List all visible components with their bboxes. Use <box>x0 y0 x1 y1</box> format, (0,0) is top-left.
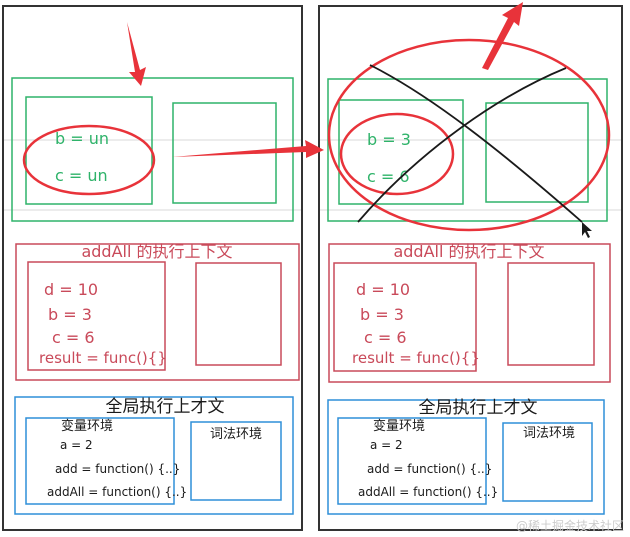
left-addall-b-text: b = 3 <box>48 305 92 324</box>
right-panel-frame <box>318 5 623 531</box>
right-global-add-text: add = function() {..} <box>367 462 492 476</box>
mouse-cursor-icon <box>582 222 592 238</box>
right-closure-b-text: b = 3 <box>367 130 411 149</box>
left-global-a-text: a = 2 <box>60 438 93 452</box>
left-variable-env-label: 变量环境 <box>61 418 113 434</box>
left-closure-c-text: c = un <box>55 166 108 185</box>
right-lexical-env-box <box>502 422 593 502</box>
right-global-title: 全局执行上才文 <box>419 398 538 418</box>
cross-out-line-2 <box>357 67 567 223</box>
left-lexical-env-label: 词法环境 <box>210 427 262 442</box>
annotations <box>22 2 611 238</box>
right-addall-c-text: c = 6 <box>364 328 407 347</box>
right-lexical-env-label: 词法环境 <box>523 426 575 441</box>
left-addall-result-text: result = func(){} <box>39 349 167 367</box>
left-panel-frame <box>2 5 303 531</box>
right-variable-env-box <box>337 417 487 505</box>
left-closure-inner-box <box>25 96 153 205</box>
right-addall-title: addAll 的执行上下文 <box>393 242 544 261</box>
left-global-add-text: add = function() {..} <box>55 462 180 476</box>
watermark-text: @稀土掘金技术社区 <box>516 518 624 533</box>
right-global-outer-box <box>327 399 605 515</box>
left-addall-right-box <box>195 262 282 366</box>
right-closure-c-text: c = 6 <box>367 167 410 186</box>
cross-panel-arrow <box>172 140 324 158</box>
left-addall-title: addAll 的执行上下文 <box>81 242 232 261</box>
left-global-addall-text: addAll = function() {..} <box>47 485 187 499</box>
left-down-arrow <box>127 22 146 86</box>
right-addall-b-text: b = 3 <box>360 305 404 324</box>
right-addall-d-text: d = 10 <box>356 280 410 299</box>
left-addall-outer-box <box>15 243 300 381</box>
left-variable-env-box <box>25 417 175 505</box>
right-closure-right-box <box>485 102 589 203</box>
right-up-arrow <box>482 2 523 70</box>
left-closure-b-text: b = un <box>55 129 109 148</box>
right-large-ellipse <box>327 38 611 232</box>
right-addall-outer-box <box>328 243 611 383</box>
right-global-addall-text: addAll = function() {..} <box>358 485 498 499</box>
left-panel: b = un c = un addAll 的执行上下文 d = 10 b = 3… <box>2 5 303 531</box>
left-lexical-env-box <box>190 421 282 501</box>
left-global-outer-box <box>14 396 294 515</box>
right-variable-env-label: 变量环境 <box>373 418 425 434</box>
right-addall-inner-box <box>333 262 477 372</box>
right-small-ellipse <box>339 112 455 196</box>
right-addall-result-text: result = func(){} <box>352 349 480 367</box>
right-closure-inner-box <box>338 99 464 205</box>
left-addall-d-text: d = 10 <box>44 280 98 299</box>
left-addall-c-text: c = 6 <box>52 328 95 347</box>
right-global-a-text: a = 2 <box>370 438 403 452</box>
cross-out-line-1 <box>369 64 583 223</box>
right-addall-right-box <box>507 262 595 366</box>
left-highlight-ellipse <box>22 124 156 196</box>
left-addall-inner-box <box>27 261 166 371</box>
left-global-title: 全局执行上才文 <box>106 397 225 417</box>
right-panel: b = 3 c = 6 addAll 的执行上下文 d = 10 b = 3 c… <box>318 5 623 531</box>
